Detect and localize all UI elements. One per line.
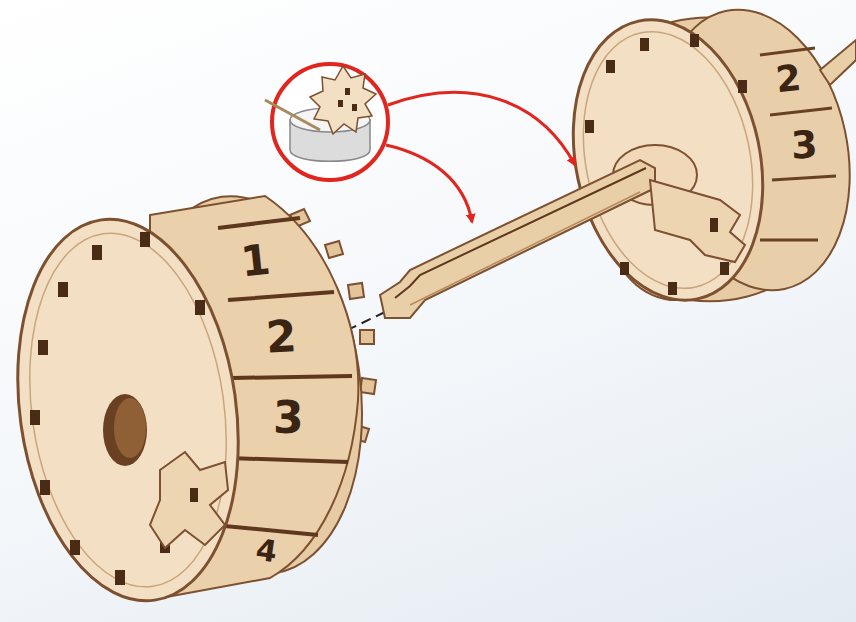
glue-callout	[265, 64, 575, 222]
wheel-digit: 3	[790, 125, 818, 164]
left-wheel	[0, 181, 385, 615]
digit-wrap: 2	[266, 315, 297, 359]
wheel-digit: 1	[239, 239, 272, 284]
digit-wrap: 3	[791, 126, 817, 164]
wheel-digit: 2	[774, 60, 803, 98]
right-wheel	[548, 0, 856, 318]
digit-wrap: 1	[241, 240, 270, 282]
wheel-digit: 3	[273, 396, 304, 440]
key-shaft	[380, 40, 856, 318]
digit-wrap: 4	[256, 536, 277, 566]
digit-wrap: 3	[273, 396, 304, 440]
wheel-digit: 4	[254, 535, 279, 568]
wheel-digit: 2	[265, 314, 298, 360]
digit-wrap: 2	[776, 61, 801, 97]
